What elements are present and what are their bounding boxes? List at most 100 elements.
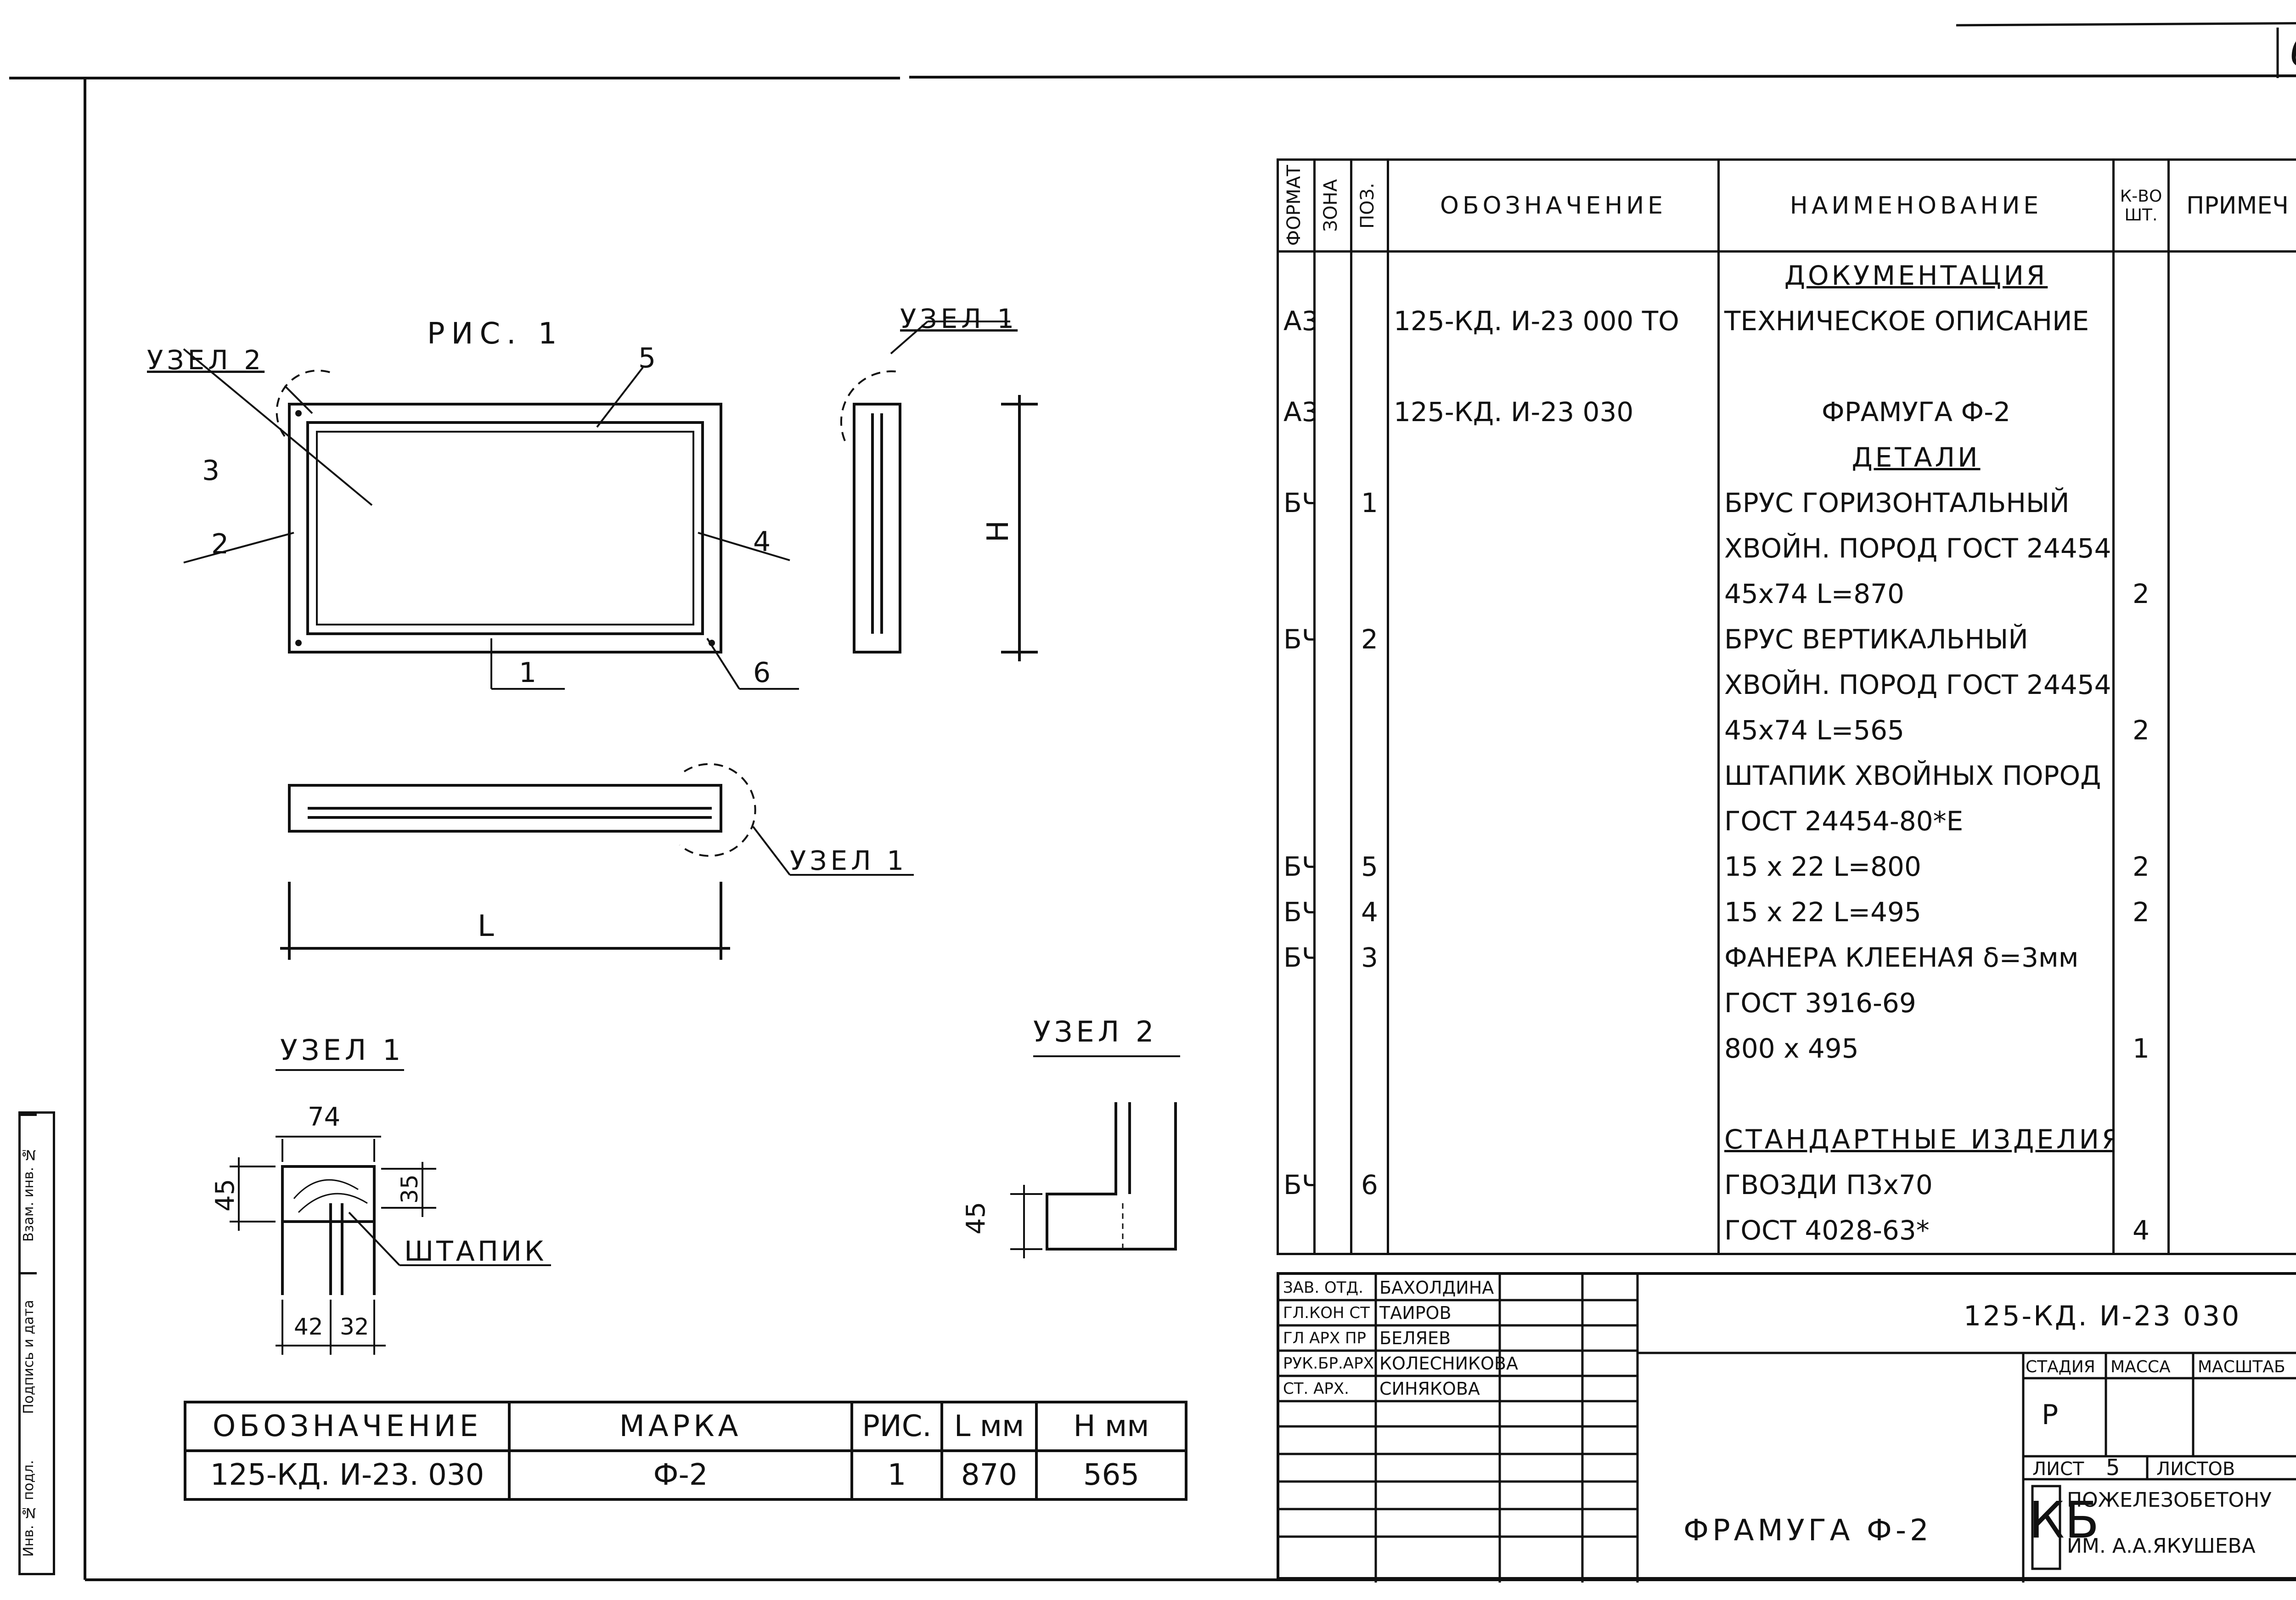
spec-cell-name: 15 х 22 L=800 bbox=[1717, 844, 2115, 889]
spec-cell-zone bbox=[1313, 844, 1352, 889]
figure-title: РИС. 1 bbox=[427, 317, 563, 351]
spec-cell-note bbox=[2167, 298, 2296, 344]
spec-row: БЧ6ГВОЗДИ П3х70 bbox=[1277, 1162, 2296, 1207]
spec-cell-note bbox=[2167, 798, 2296, 844]
spec-row: ГОСТ 3916-69 bbox=[1277, 980, 2296, 1025]
spec-cell-name: ФАНЕРА КЛЕЕНАЯ δ=3мм bbox=[1717, 935, 2115, 980]
person-role: ГЛ.КОН СТ bbox=[1283, 1304, 1370, 1322]
header-format: ФОРМАТ bbox=[1283, 165, 1305, 246]
spec-cell-format bbox=[1277, 571, 1316, 616]
spec-cell-note bbox=[2167, 1071, 2296, 1116]
person-name: КОЛЕСНИКОВА bbox=[1379, 1353, 1518, 1374]
spec-cell-zone bbox=[1313, 889, 1352, 935]
node2-title: УЗЕЛ 2 bbox=[1033, 1015, 1158, 1048]
spec-cell-name: ГВОЗДИ П3х70 bbox=[1717, 1162, 2115, 1207]
spec-cell-note bbox=[2167, 1116, 2296, 1162]
spec-cell-qty bbox=[2112, 298, 2170, 344]
spec-row: ШТАПИК ХВОЙНЫХ ПОРОД bbox=[1277, 753, 2296, 798]
side-stamp: Взам. инв. № Подпись и дата Инв. № подл. bbox=[18, 1111, 55, 1575]
spec-cell-designation bbox=[1387, 707, 1720, 753]
spec-cell-qty bbox=[2112, 662, 2170, 707]
spec-row: ХВОЙН. ПОРОД ГОСТ 24454-80*Е bbox=[1277, 525, 2296, 571]
spec-cell-zone bbox=[1313, 525, 1352, 571]
spec-cell-pos bbox=[1350, 1207, 1389, 1255]
spec-cell-name: ХВОЙН. ПОРОД ГОСТ 24454-80*Е bbox=[1717, 662, 2115, 707]
spec-cell-designation bbox=[1387, 889, 1720, 935]
spec-cell-qty bbox=[2112, 798, 2170, 844]
spec-cell-designation bbox=[1387, 935, 1720, 980]
spec-cell-qty bbox=[2112, 935, 2170, 980]
spec-cell-pos: 1 bbox=[1350, 480, 1389, 525]
spec-cell-designation bbox=[1387, 1116, 1720, 1162]
spec-cell-qty bbox=[2112, 1162, 2170, 1207]
spec-cell-pos bbox=[1350, 344, 1389, 389]
spec-cell-name: ДЕТАЛИ bbox=[1717, 434, 2115, 480]
callout-5: 5 bbox=[638, 342, 656, 374]
header-qty: К-ВО ШТ. bbox=[2112, 158, 2170, 253]
spec-cell-name bbox=[1717, 1071, 2115, 1116]
spec-cell-note bbox=[2167, 1025, 2296, 1071]
org-logo: КБ bbox=[2029, 1491, 2099, 1549]
sizes-header-designation: ОБОЗНАЧЕНИЕ bbox=[184, 1401, 511, 1452]
spec-cell-note bbox=[2167, 480, 2296, 525]
spec-cell-designation bbox=[1387, 434, 1720, 480]
spec-cell-note bbox=[2167, 389, 2296, 434]
spec-cell-zone bbox=[1313, 798, 1352, 844]
sizes-cell-H: 565 bbox=[1035, 1449, 1187, 1501]
spec-cell-name: ШТАПИК ХВОЙНЫХ ПОРОД bbox=[1717, 753, 2115, 798]
dim-H: H bbox=[981, 520, 1016, 543]
spec-cell-zone bbox=[1313, 1025, 1352, 1071]
spec-cell-pos: 2 bbox=[1350, 616, 1389, 662]
spec-row: ХВОЙН. ПОРОД ГОСТ 24454-80*Е bbox=[1277, 662, 2296, 707]
spec-header-row: ФОРМАТ ЗОНА ПОЗ. ОБОЗНАЧЕНИЕ НАИМЕНОВАНИ… bbox=[1277, 158, 2296, 253]
spec-cell-format: А3 bbox=[1277, 389, 1316, 434]
spec-cell-name: ГОСТ 3916-69 bbox=[1717, 980, 2115, 1025]
node1-label-side: УЗЕЛ 1 bbox=[900, 303, 1018, 334]
sizes-header-row: ОБОЗНАЧЕНИЕ МАРКА РИС. L мм H мм bbox=[184, 1401, 1187, 1452]
dim-35: 35 bbox=[396, 1174, 423, 1204]
callout-2: 2 bbox=[211, 528, 229, 560]
spec-cell-zone bbox=[1313, 1207, 1352, 1255]
spec-row: ДОКУМЕНТАЦИЯ bbox=[1277, 251, 2296, 298]
spec-cell-note bbox=[2167, 571, 2296, 616]
spec-cell-qty: 2 bbox=[2112, 844, 2170, 889]
spec-cell-format bbox=[1277, 1116, 1316, 1162]
header-designation: ОБОЗНАЧЕНИЕ bbox=[1387, 158, 1720, 253]
spec-cell-designation bbox=[1387, 525, 1720, 571]
spec-cell-zone bbox=[1313, 753, 1352, 798]
spec-cell-pos bbox=[1350, 571, 1389, 616]
spec-cell-name: СТАНДАРТНЫЕ ИЗДЕЛИЯ bbox=[1717, 1116, 2115, 1162]
person-role: ЗАВ. ОТД. bbox=[1283, 1279, 1363, 1297]
spec-cell-note bbox=[2167, 662, 2296, 707]
spec-cell-designation bbox=[1387, 1207, 1720, 1255]
spec-cell-note bbox=[2167, 980, 2296, 1025]
spec-cell-format bbox=[1277, 980, 1316, 1025]
spec-cell-qty bbox=[2112, 980, 2170, 1025]
callout-3: 3 bbox=[202, 455, 220, 487]
shtapik-label: ШТАПИК bbox=[404, 1235, 547, 1268]
spec-cell-name: БРУС ВЕРТИКАЛЬНЫЙ bbox=[1717, 616, 2115, 662]
sizes-row: 125-КД. И-23. 030 Ф-2 1 870 565 bbox=[184, 1449, 1187, 1501]
spec-cell-note bbox=[2167, 889, 2296, 935]
person-name: БАХОЛДИНА bbox=[1379, 1278, 1494, 1298]
spec-cell-zone bbox=[1313, 1162, 1352, 1207]
spec-cell-format bbox=[1277, 525, 1316, 571]
spec-cell-note bbox=[2167, 707, 2296, 753]
spec-cell-format bbox=[1277, 434, 1316, 480]
stage-value: Р bbox=[2042, 1399, 2059, 1431]
spec-cell-qty bbox=[2112, 1116, 2170, 1162]
spec-cell-format: БЧ. bbox=[1277, 889, 1316, 935]
sizes-header-H: H мм bbox=[1035, 1401, 1187, 1452]
callout-1: 1 bbox=[519, 657, 537, 689]
person-name: БЕЛЯЕВ bbox=[1379, 1328, 1451, 1348]
spec-cell-pos bbox=[1350, 1025, 1389, 1071]
spec-cell-format bbox=[1277, 798, 1316, 844]
spec-cell-format: БЧ bbox=[1277, 844, 1316, 889]
person-name: ТАИРОВ bbox=[1379, 1303, 1452, 1323]
title-block-title: ФРАМУГА Ф-2 bbox=[1683, 1514, 1932, 1548]
spec-cell-designation bbox=[1387, 571, 1720, 616]
spec-cell-designation bbox=[1387, 662, 1720, 707]
